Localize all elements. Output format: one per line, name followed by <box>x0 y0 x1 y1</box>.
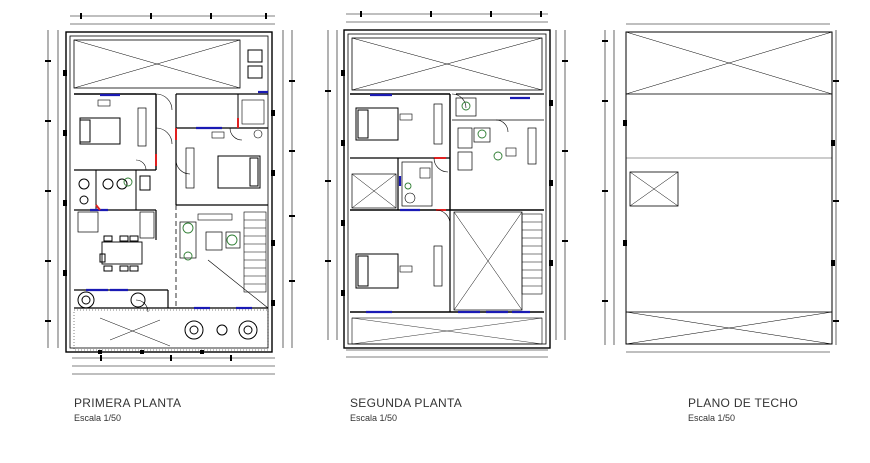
floor-plan-primera <box>45 13 295 375</box>
dimension-ticks <box>45 13 295 361</box>
plan-title-segunda: SEGUNDA PLANTA <box>350 396 463 410</box>
floor-plan-segunda <box>325 11 568 358</box>
dimension-lines <box>327 13 566 358</box>
plan-scale-techo: Escala 1/50 <box>688 413 736 423</box>
dimension-lines <box>47 15 293 375</box>
plan-scale-segunda: Escala 1/50 <box>350 413 398 423</box>
roof-plan-techo <box>602 23 839 353</box>
plan-title-primera: PRIMERA PLANTA <box>74 396 182 410</box>
plan-title-techo: PLANO DE TECHO <box>688 396 799 410</box>
plan-scale-primera: Escala 1/50 <box>74 413 122 423</box>
